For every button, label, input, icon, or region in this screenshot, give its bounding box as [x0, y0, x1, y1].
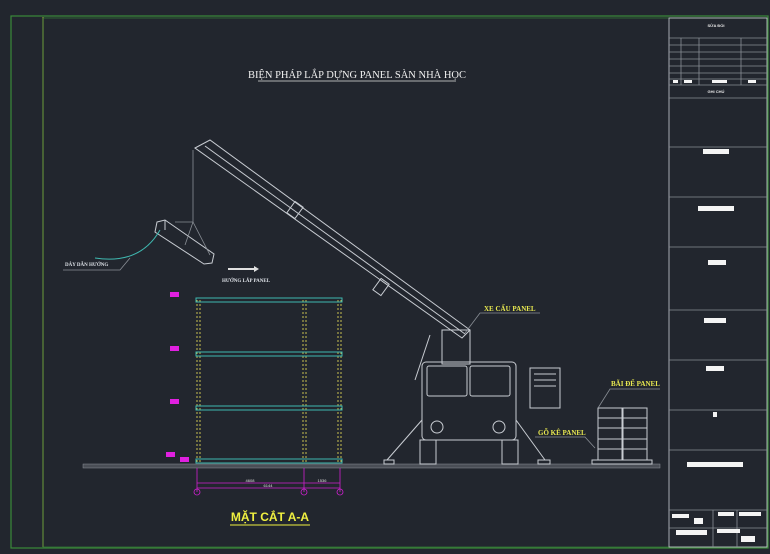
revision-header: SỬA ĐỔI: [708, 23, 725, 28]
panel-yard-label: BÃI ĐỂ PANEL: [611, 380, 660, 388]
notes-header: GHI CHÚ: [708, 89, 725, 94]
panel-stack: [535, 388, 660, 465]
drawing-title: BIỆN PHÁP LẮP DỰNG PANEL SÀN NHÀ HỌC: [248, 68, 466, 81]
dimension-span-1: 4608: [246, 478, 256, 483]
wood-support-label: GỖ KÊ PANEL: [538, 429, 586, 437]
install-direction-label: HƯỚNG LẮP PANEL: [222, 277, 271, 284]
lifted-panel: [63, 150, 215, 271]
direction-arrow-icon: [228, 266, 259, 272]
guide-rope-label: DÂY DẪN HƯỚNG: [65, 262, 108, 268]
dimension-total: 6144: [264, 483, 274, 488]
title-block: [668, 17, 768, 548]
ground-line: [82, 463, 661, 469]
section-title: MẶT CẮT A-A: [231, 509, 310, 524]
outer-frame: [10, 15, 769, 549]
crane-truck: [194, 139, 561, 465]
building-section: [166, 292, 343, 464]
crane-label: XE CẨU PANEL: [484, 305, 536, 313]
dimension-span-2: 1536: [318, 478, 328, 483]
dimension-lines: [193, 468, 344, 496]
